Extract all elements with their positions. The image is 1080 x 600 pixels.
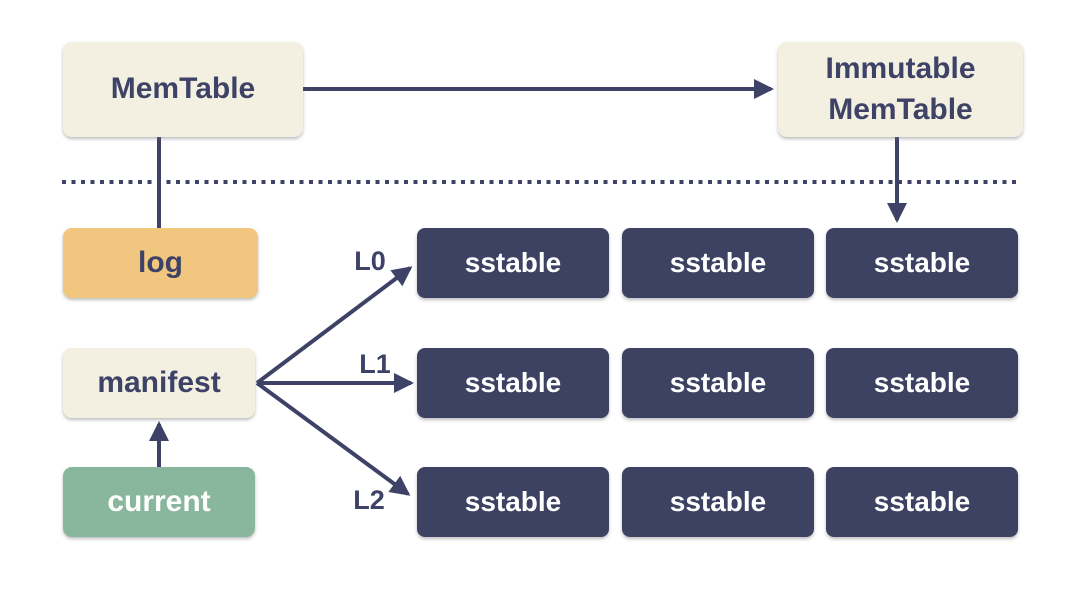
sstable-node: sstable [622,228,814,298]
sstable-node: sstable [826,348,1018,418]
level-label-l0: L0 [354,246,386,276]
immutable-memtable-node: Immutable MemTable [778,42,1023,137]
sstable-node: sstable [622,348,814,418]
log-node: log [63,228,258,298]
level-label-l2: L2 [353,485,385,515]
current-node: current [63,467,255,537]
sstable-node: sstable [417,467,609,537]
sstable-node: sstable [826,467,1018,537]
memtable-node: MemTable [63,42,303,137]
connector-manifest-to-l2 [255,381,411,496]
sstable-node: sstable [826,228,1018,298]
sstable-node: sstable [417,228,609,298]
level-label-l1: L1 [359,349,391,379]
sstable-node: sstable [622,467,814,537]
sstable-node: sstable [417,348,609,418]
manifest-node: manifest [63,348,255,418]
